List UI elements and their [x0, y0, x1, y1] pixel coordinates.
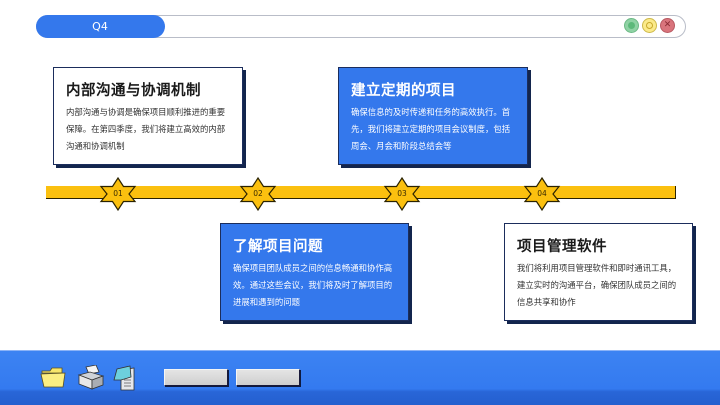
- marker-label: 03: [397, 189, 407, 198]
- window-controls: ✕: [624, 18, 675, 33]
- timeline-marker-02: 02: [239, 177, 277, 211]
- close-icon: ✕: [663, 20, 672, 30]
- star-icon: [523, 177, 561, 211]
- card-project-software: 项目管理软件 我们将利用项目管理软件和即时通讯工具，建立实时的沟通平台，确保团队…: [504, 223, 693, 321]
- title-tab[interactable]: Q4: [35, 14, 165, 38]
- timeline-marker-01: 01: [99, 177, 137, 211]
- marker-label: 02: [253, 189, 263, 198]
- card-title: 项目管理软件: [517, 239, 607, 255]
- marker-label: 04: [537, 189, 547, 198]
- card-internal-communication: 内部沟通与协调机制 内部沟通与协调是确保项目顺利推进的重要保障。在第四季度，我们…: [53, 67, 243, 165]
- notepad-icon[interactable]: [112, 365, 138, 391]
- window-title-bar: Q4 ✕: [35, 14, 686, 38]
- card-title: 了解项目问题: [233, 239, 323, 255]
- taskbar-button-1[interactable]: [164, 369, 228, 386]
- close-button[interactable]: ✕: [660, 18, 675, 33]
- card-regular-meetings: 建立定期的项目 确保信息的及时传递和任务的高效执行。首先，我们将建立定期的项目会…: [338, 67, 528, 165]
- card-body: 内部沟通与协调是确保项目顺利推进的重要保障。在第四季度，我们将建立高效的内部沟通…: [66, 107, 226, 151]
- taskbar-button-2[interactable]: [236, 369, 300, 386]
- printer-icon[interactable]: [76, 365, 106, 391]
- card-body: 确保信息的及时传递和任务的高效执行。首先，我们将建立定期的项目会议制度，包括周会…: [351, 107, 511, 151]
- card-project-issues: 了解项目问题 确保项目团队成员之间的信息畅通和协作高效。通过这些会议，我们将及时…: [220, 223, 409, 321]
- marker-label: 01: [113, 189, 123, 198]
- circle-outline-icon: [646, 22, 653, 29]
- card-body: 我们将利用项目管理软件和即时通讯工具，建立实时的沟通平台，确保团队成员之间的信息…: [517, 263, 677, 307]
- star-icon: [383, 177, 421, 211]
- minimize-button[interactable]: [624, 18, 639, 33]
- maximize-button[interactable]: [642, 18, 657, 33]
- taskbar: [0, 350, 720, 405]
- timeline-bar: [46, 186, 676, 199]
- folder-icon[interactable]: [40, 365, 68, 389]
- timeline-marker-04: 04: [523, 177, 561, 211]
- star-icon: [99, 177, 137, 211]
- timeline-marker-03: 03: [383, 177, 421, 211]
- card-title: 建立定期的项目: [351, 83, 456, 99]
- card-body: 确保项目团队成员之间的信息畅通和协作高效。通过这些会议，我们将及时了解项目的进展…: [233, 263, 393, 307]
- card-title: 内部沟通与协调机制: [66, 83, 201, 99]
- star-icon: [239, 177, 277, 211]
- circle-icon: [628, 22, 635, 29]
